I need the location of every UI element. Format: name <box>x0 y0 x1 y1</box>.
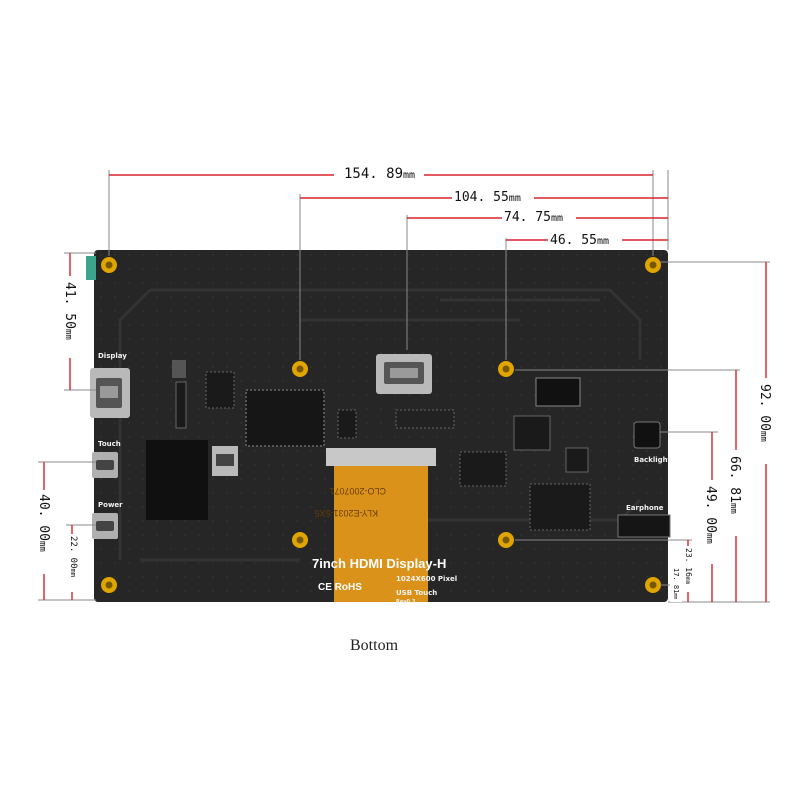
top-dimensions: 154. 89mm 104. 55mm 74. 75mm 46. 55mm <box>108 162 669 360</box>
usb-touch-label: USB Touch <box>396 589 437 597</box>
mounting-hole <box>498 532 514 548</box>
dim-left-touch-power: 40. 00mm <box>36 494 51 552</box>
revision-label: Rev0.3 <box>396 599 416 605</box>
dim-right-hole: 66. 81mm <box>727 456 742 514</box>
left-dimensions: 41. 50mm 40. 00mm 22. 00mm <box>34 252 96 601</box>
mounting-hole <box>292 532 308 548</box>
cert-marks: CE RoHS <box>318 582 362 593</box>
fpc-text-1: CLO-2007071 <box>329 486 386 496</box>
mounting-hole <box>101 257 117 273</box>
earphone-jack <box>617 514 671 538</box>
micro-usb-touch <box>92 452 118 478</box>
dim-right-height: 92. 00mm <box>757 384 772 442</box>
dim-right-backlight: 49. 00mm <box>703 486 718 544</box>
dim-right-earphone: 23. 16mm <box>684 548 693 585</box>
backlight-button <box>633 421 661 449</box>
hdmi-port-left <box>90 368 130 418</box>
resolution-label: 1024X600 Pixel <box>396 575 457 583</box>
dim-hole-span-2: 46. 55mm <box>550 233 609 248</box>
mounting-hole <box>645 577 661 593</box>
pcb-board <box>86 250 668 602</box>
right-dimensions: 92. 00mm 66. 81mm 49. 00mm 23. 16mm 17. … <box>515 261 778 603</box>
fpc-cable: CLO-2007071 KLY-E2031-5X5 <box>314 448 436 602</box>
view-caption: Bottom <box>350 637 399 654</box>
dim-hdmi-offset: 74. 75mm <box>504 210 563 225</box>
micro-usb-power <box>92 513 118 539</box>
mounting-holes <box>101 257 661 593</box>
backlight-label: Backlight <box>634 456 672 464</box>
corner-marker <box>86 256 96 280</box>
dim-overall-width: 154. 89mm <box>344 166 415 182</box>
mounting-hole <box>292 361 308 377</box>
dim-right-bottom: 17. 81mm <box>672 568 680 599</box>
power-label: Power <box>98 501 123 509</box>
earphone-label: Earphone <box>626 504 664 512</box>
dim-hole-span-1: 104. 55mm <box>454 190 521 205</box>
mounting-hole <box>101 577 117 593</box>
hdmi-port-center <box>376 354 432 394</box>
mounting-hole <box>645 257 661 273</box>
dim-left-top: 41. 50mm <box>62 282 77 340</box>
dim-left-power: 22. 00mm <box>68 536 78 577</box>
mounting-hole <box>498 361 514 377</box>
display-label: Display <box>98 352 127 360</box>
backlight-connector <box>535 377 581 407</box>
board-title: 7inch HDMI Display-H <box>312 556 446 571</box>
fpc-text-2: KLY-E2031-5X5 <box>314 508 378 518</box>
touch-label: Touch <box>98 440 121 448</box>
components <box>146 360 671 538</box>
